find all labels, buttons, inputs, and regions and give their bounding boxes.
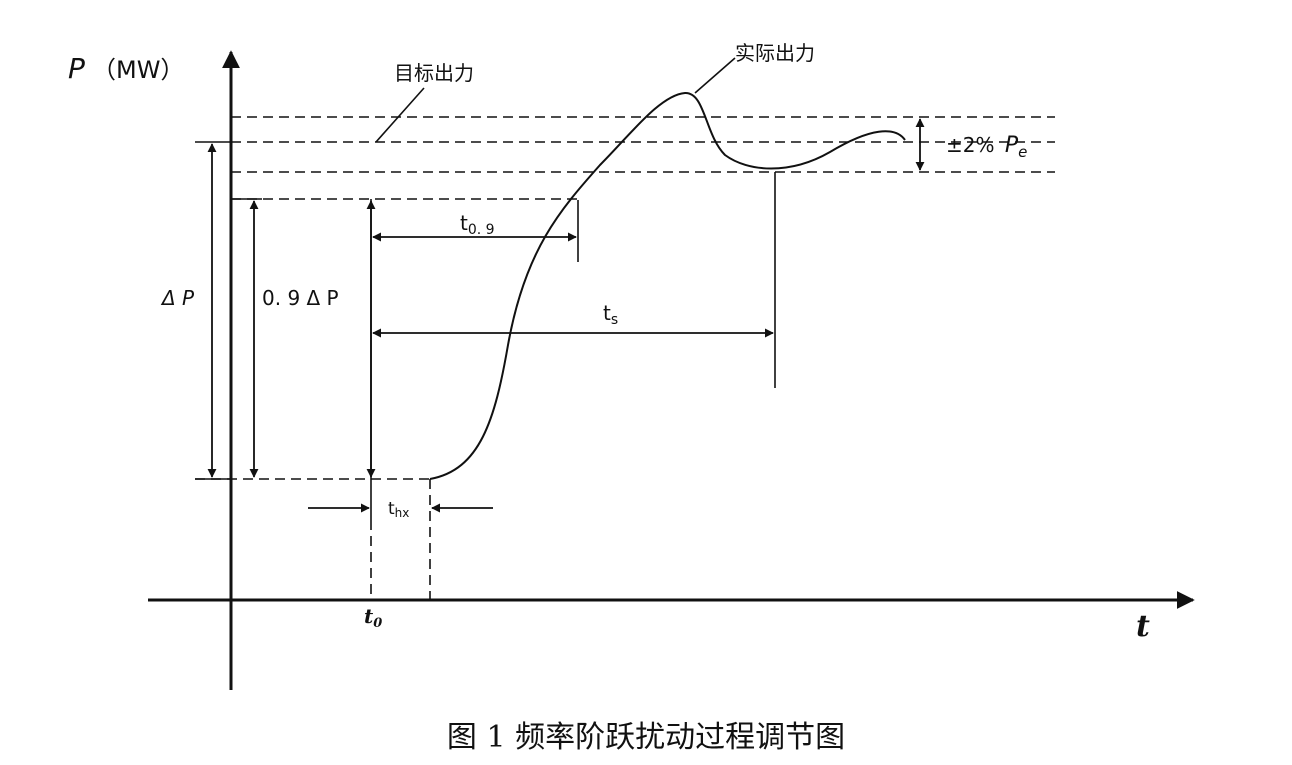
y-axis-symbol: P [68, 52, 85, 85]
t09-label: t0. 9 [460, 211, 495, 238]
target-output-label: 目标出力 [394, 61, 474, 85]
actual-output-label: 实际出力 [735, 41, 815, 65]
target-output-leader [375, 87, 425, 143]
y-axis-unit: （MW） [92, 56, 184, 84]
point-nine-delta-p-label: 0. 9 Δ P [262, 286, 339, 310]
delta-p-label: Δ P [160, 286, 195, 310]
figure-caption: 图 1 频率阶跃扰动过程调节图 [446, 720, 846, 755]
ts-label: ts [603, 301, 618, 328]
t0-label: t0 [364, 604, 382, 631]
thx-label: thx [388, 499, 409, 520]
x-axis-label: t [1136, 609, 1150, 644]
actual-output-curve [429, 91, 906, 480]
actual-output-leader [694, 57, 736, 94]
tolerance-label: ±2% Pe [946, 133, 1027, 161]
